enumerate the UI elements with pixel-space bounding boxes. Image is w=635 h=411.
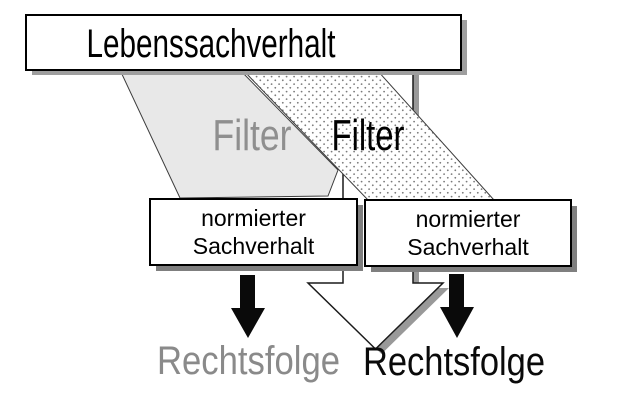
result-box-right <box>364 199 572 267</box>
source-box <box>25 14 462 71</box>
down-arrow-right <box>440 274 474 338</box>
result-box-right-line2: Sachverhalt <box>407 234 529 260</box>
result-box-left <box>149 198 358 266</box>
result-box-left-line2: Sachverhalt <box>193 233 315 259</box>
result-box-left-line1: normierter <box>201 205 306 231</box>
outcome-label-gray: Rechtsfolge <box>157 339 340 383</box>
result-box-right-line1: normierter <box>416 206 521 232</box>
filter-label-gray: Filter <box>213 111 292 160</box>
down-arrow-left <box>231 275 265 338</box>
source-box-label: Lebenssachverhalt <box>87 22 336 66</box>
outcome-label-black: Rechtsfolge <box>363 340 545 384</box>
filter-label-black: Filter <box>332 111 405 160</box>
